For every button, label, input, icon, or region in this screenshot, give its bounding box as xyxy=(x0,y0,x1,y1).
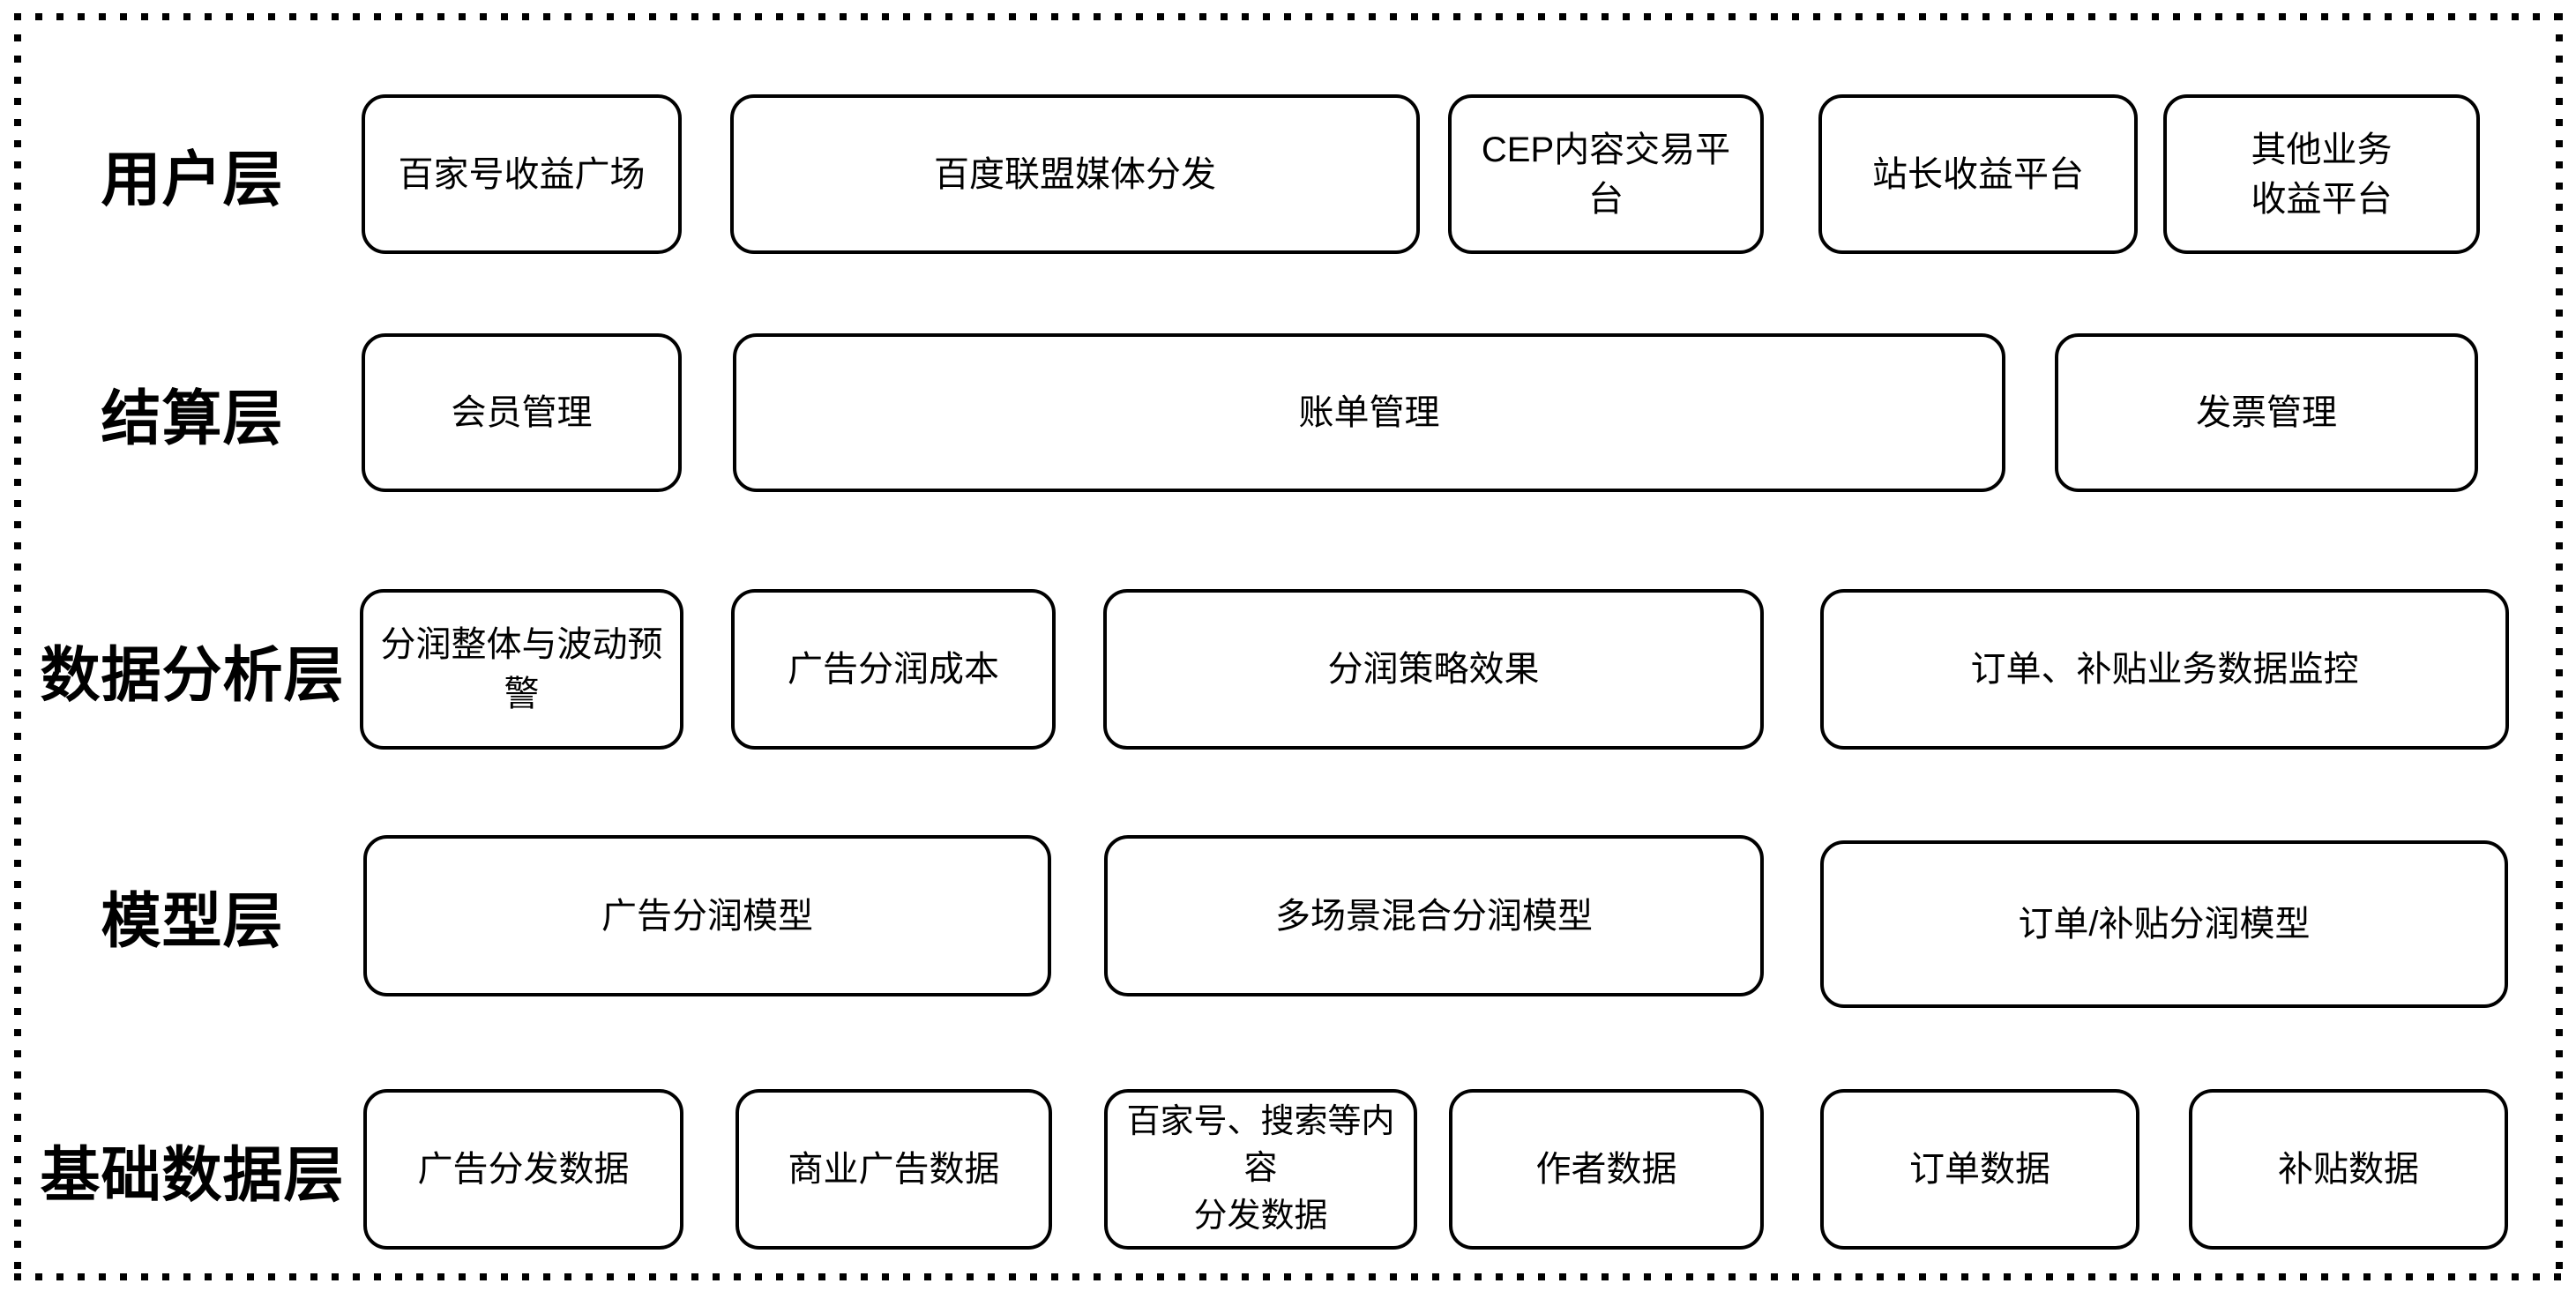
node-ad-profit-model: 广告分润模型 xyxy=(363,835,1051,996)
dotted-border-top xyxy=(14,13,2563,20)
node-webmaster-revenue-platform: 站长收益平台 xyxy=(1818,94,2138,254)
node-profit-strategy-effect: 分润策略效果 xyxy=(1103,589,1764,750)
node-other-business-revenue-platform: 其他业务 收益平台 xyxy=(2163,94,2480,254)
node-ad-distribution-data: 广告分发数据 xyxy=(363,1089,683,1250)
node-subsidy-data: 补贴数据 xyxy=(2189,1089,2508,1250)
node-baijiahao-revenue-plaza: 百家号收益广场 xyxy=(362,94,682,254)
node-order-subsidy-profit-model: 订单/补贴分润模型 xyxy=(1820,840,2508,1008)
layer-label-settlement: 结算层 xyxy=(101,384,284,452)
layer-label-data-analysis: 数据分析层 xyxy=(40,641,345,709)
node-profit-overall-fluctuation-alert: 分润整体与波动预警 xyxy=(360,589,683,750)
layer-label-base-data: 基础数据层 xyxy=(40,1141,345,1209)
dotted-border-right xyxy=(2556,13,2563,1280)
node-baidu-union-media-distribution: 百度联盟媒体分发 xyxy=(730,94,1420,254)
node-member-management: 会员管理 xyxy=(362,333,682,492)
node-billing-management: 账单管理 xyxy=(733,333,2005,492)
dotted-border-bottom xyxy=(14,1273,2563,1280)
node-multi-scenario-mixed-profit-model: 多场景混合分润模型 xyxy=(1104,835,1764,996)
node-baijiahao-search-content-distribution-data: 百家号、搜索等内容 分发数据 xyxy=(1104,1089,1417,1250)
node-cep-content-trading-platform: CEP内容交易平台 xyxy=(1448,94,1764,254)
node-ad-profit-cost: 广告分润成本 xyxy=(731,589,1056,750)
layer-label-model: 模型层 xyxy=(101,888,284,955)
layer-label-user: 用户层 xyxy=(101,146,284,213)
node-order-subsidy-data-monitoring: 订单、补贴业务数据监控 xyxy=(1820,589,2509,750)
node-commercial-ad-data: 商业广告数据 xyxy=(735,1089,1052,1250)
node-invoice-management: 发票管理 xyxy=(2055,333,2478,492)
node-order-data: 订单数据 xyxy=(1820,1089,2139,1250)
node-author-data: 作者数据 xyxy=(1449,1089,1764,1250)
dotted-border-left xyxy=(14,13,21,1280)
